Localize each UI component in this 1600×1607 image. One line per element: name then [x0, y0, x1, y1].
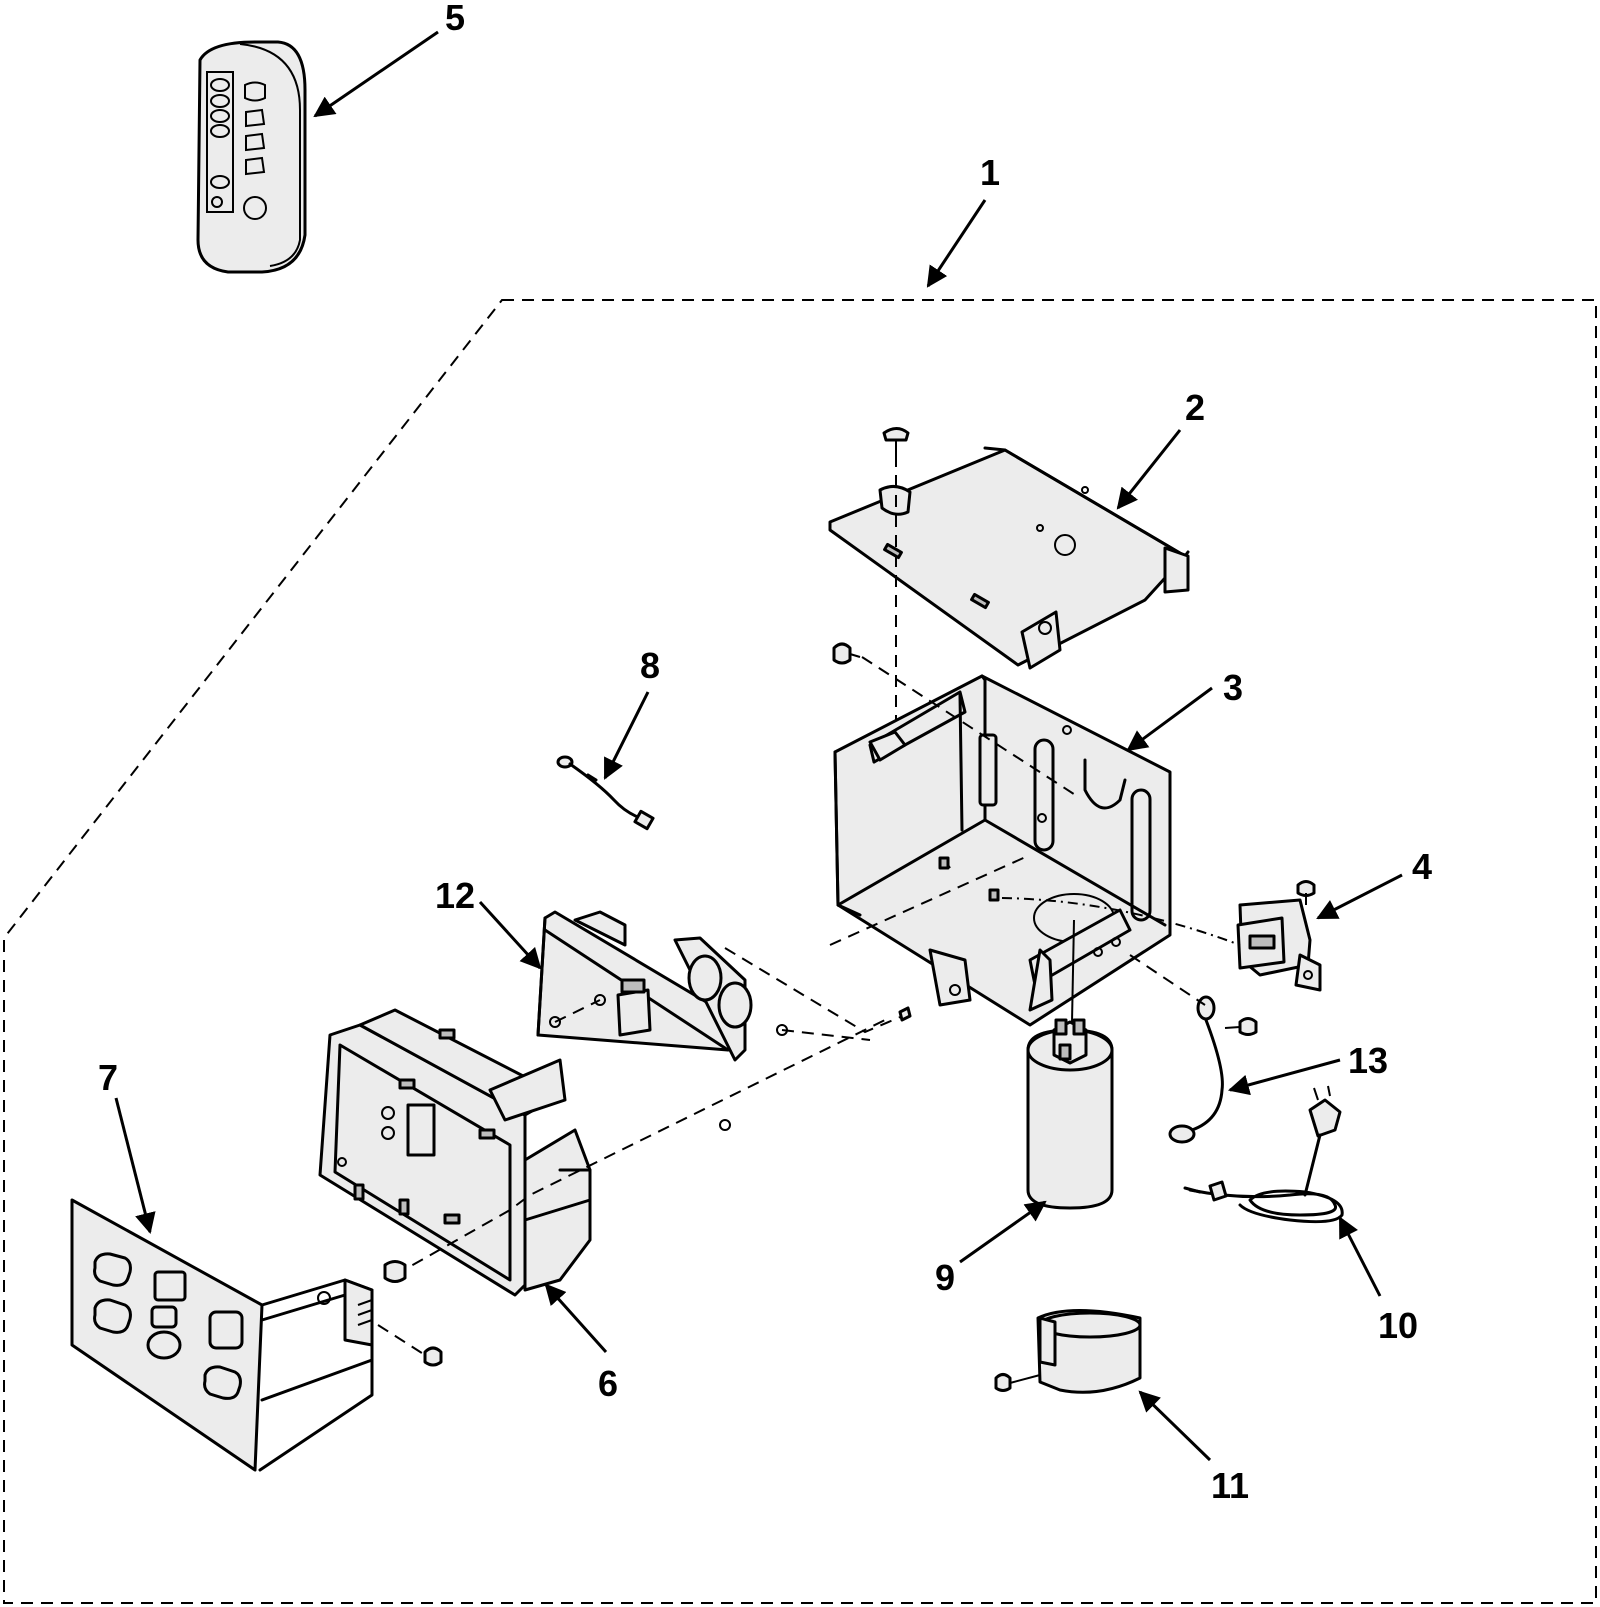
remote-control [196, 40, 307, 274]
pcb-assembly [536, 910, 912, 1131]
run-capacitor [1026, 919, 1114, 1210]
leader-line-1 [926, 199, 987, 288]
leader-line-2 [1116, 429, 1182, 510]
callout-6: 6 [598, 1363, 618, 1404]
leader-line-4 [1316, 873, 1403, 920]
control-panel-housing [318, 1008, 886, 1297]
callout-5: 5 [445, 0, 465, 38]
leader-line-5 [313, 30, 439, 118]
power-supply-cord [1183, 1085, 1344, 1224]
assembly-boundary [3, 299, 1597, 1604]
callout-10: 10 [1378, 1305, 1418, 1346]
leader-line-6 [544, 1283, 608, 1354]
callout-8: 8 [640, 645, 660, 686]
callout-7: 7 [98, 1057, 118, 1098]
callout-4: 4 [1412, 846, 1432, 887]
capacitor-clamp [994, 1309, 1142, 1394]
callout-9: 9 [935, 1257, 955, 1298]
transformer [1001, 880, 1322, 992]
control-box-chassis [829, 642, 1172, 1027]
leader-line-7 [114, 1097, 156, 1235]
callout-12: 12 [435, 875, 475, 916]
front-panel-decal [70, 1198, 443, 1472]
callout-13: 13 [1348, 1040, 1388, 1081]
callout-2: 2 [1185, 387, 1205, 428]
sensor-wire-harness [556, 755, 655, 831]
leader-line-11 [1138, 1390, 1212, 1462]
callout-11: 11 [1211, 1465, 1249, 1506]
leader-line-13 [1227, 1058, 1341, 1096]
leader-line-8 [603, 691, 650, 780]
leader-line-10 [1338, 1216, 1382, 1297]
leader-line-3 [1126, 686, 1213, 752]
callout-1: 1 [980, 152, 1000, 193]
control-box-cover [828, 427, 1190, 735]
callout-3: 3 [1223, 667, 1243, 708]
leader-line-9 [959, 1200, 1047, 1264]
leader-line-12 [478, 900, 542, 970]
ground-wire [1129, 954, 1258, 1144]
